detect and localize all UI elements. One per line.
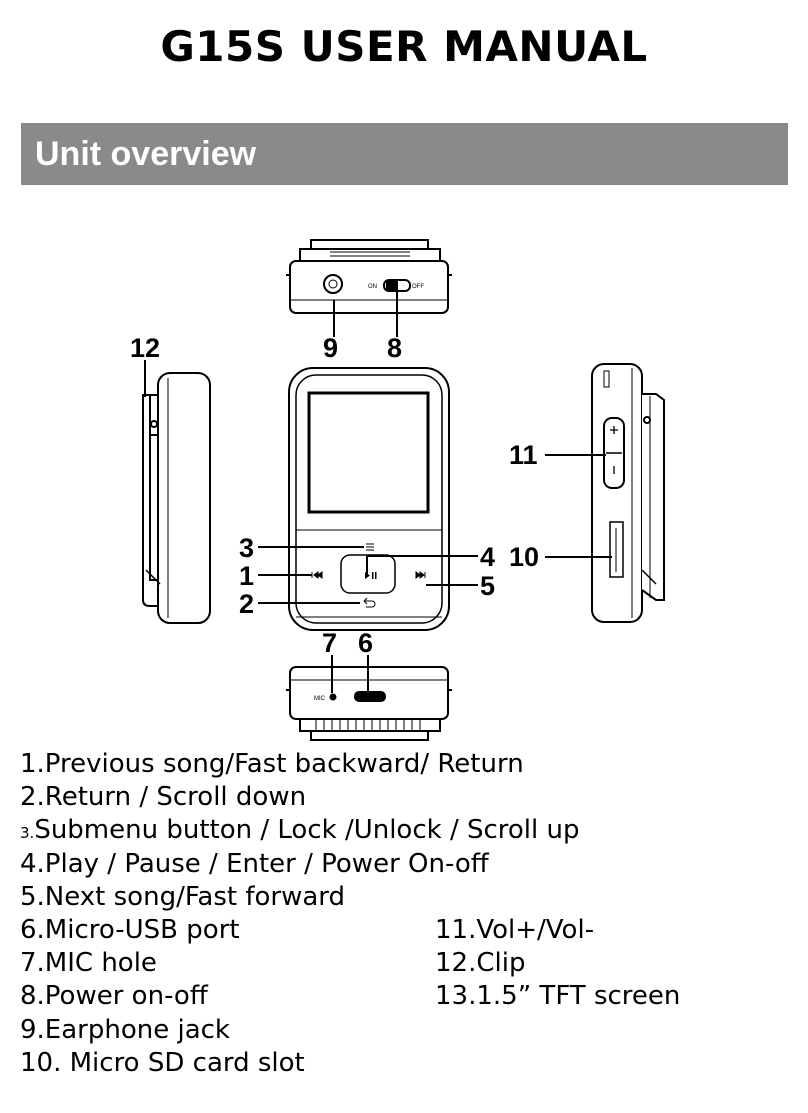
callout-6: 6	[358, 628, 373, 658]
legend-right: 11.Vol+/Vol- 12.Clip 13.1.5” TFT screen	[435, 914, 680, 1014]
callout-8: 8	[387, 333, 402, 363]
callout-4: 4	[480, 542, 495, 572]
right-side-view	[591, 363, 665, 623]
menu-icon	[366, 543, 374, 551]
left-side-view	[142, 372, 211, 624]
mic-label: MIC	[314, 696, 326, 702]
legend-item-8: 8.Power on-off	[20, 981, 208, 1012]
callout-11: 11	[509, 440, 538, 470]
switch-off-label: OFF	[412, 284, 424, 290]
document-title: G15S USER MANUAL	[160, 22, 648, 71]
legend-left: 1.Previous song/Fast backward/ Return 2.…	[20, 748, 580, 1080]
legend-item-2: 2.Return / Scroll down	[20, 782, 307, 813]
legend-item-3-number: 3.	[20, 824, 35, 843]
device-diagram: ON OFF MIC 1 2 3 4 5 6 7 8 9 10 11 12	[130, 239, 665, 741]
bottom-view	[286, 666, 452, 741]
return-icon	[363, 597, 376, 608]
previous-icon	[311, 571, 323, 579]
vol-plus-icon	[610, 426, 618, 434]
play-pause-icon	[365, 572, 377, 579]
legend-item-13: 13.1.5” TFT screen	[435, 981, 681, 1012]
earphone-jack-icon	[323, 274, 343, 294]
next-icon	[415, 571, 426, 579]
section-title: Unit overview	[35, 135, 257, 173]
legend-item-7: 7.MIC hole	[20, 948, 157, 979]
sd-card-slot	[609, 521, 624, 578]
callout-2: 2	[239, 589, 254, 619]
legend-item-4: 4.Play / Pause / Enter / Power On-off	[20, 848, 489, 879]
legend-item-1: 1.Previous song/Fast backward/ Return	[20, 749, 524, 779]
top-view	[286, 239, 452, 314]
callout-12: 12	[130, 333, 160, 363]
callout-5: 5	[480, 571, 495, 601]
legend-item-9: 9.Earphone jack	[20, 1014, 230, 1045]
volume-rocker	[603, 417, 625, 489]
legend-item-10: 10. Micro SD card slot	[20, 1047, 305, 1078]
legend-item-11: 11.Vol+/Vol-	[435, 915, 595, 945]
callout-3: 3	[239, 533, 254, 563]
usb-port-icon	[354, 691, 386, 702]
callout-1: 1	[239, 561, 254, 591]
legend-item-3-text: Submenu button / Lock /Unlock / Scroll u…	[34, 815, 580, 846]
legend-item-12: 12.Clip	[435, 948, 526, 979]
callout-10: 10	[509, 542, 539, 572]
section-header: Unit overview	[21, 123, 788, 185]
callout-7: 7	[322, 628, 337, 658]
tft-screen	[307, 391, 430, 514]
switch-on-label: ON	[368, 284, 377, 290]
legend-item-3: 3.Submenu button / Lock /Unlock / Scroll…	[20, 814, 580, 847]
front-view	[288, 367, 450, 631]
legend-item-6: 6.Micro-USB port	[20, 914, 240, 945]
mic-hole-icon	[329, 693, 337, 701]
callout-9: 9	[323, 333, 338, 363]
legend-item-5: 5.Next song/Fast forward	[20, 881, 346, 912]
